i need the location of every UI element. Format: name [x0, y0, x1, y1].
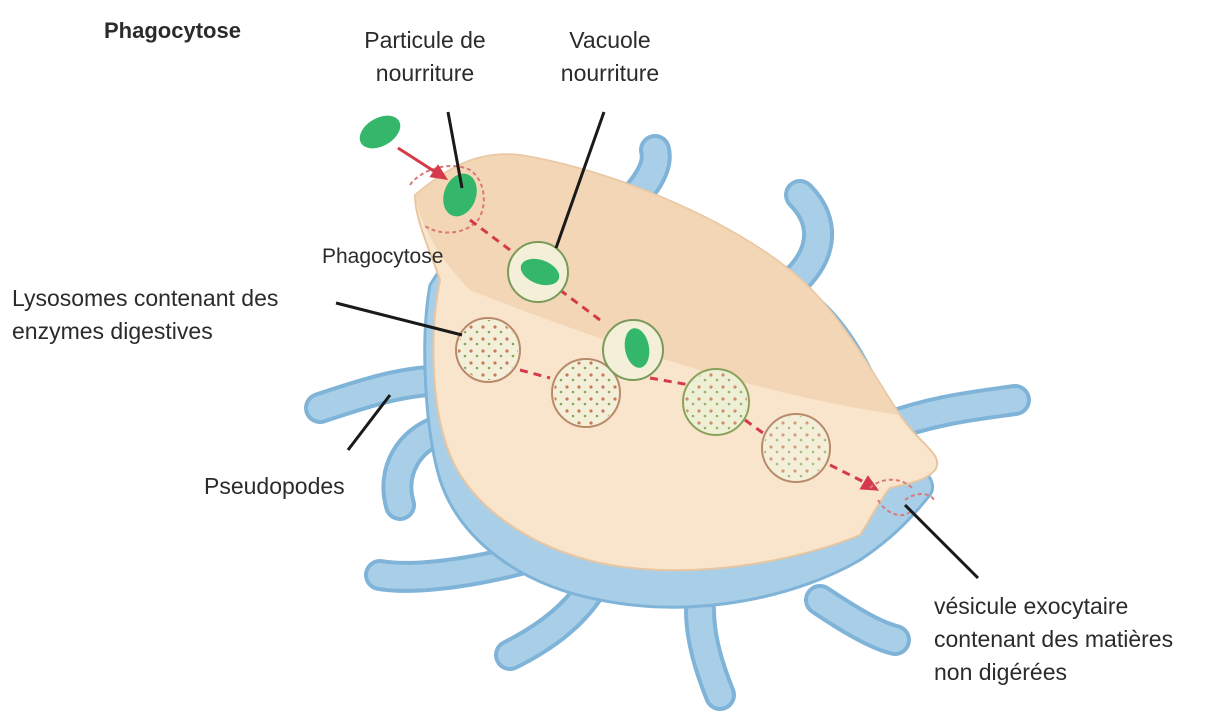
residual-body	[762, 414, 830, 482]
label-pseudopods: Pseudopodes	[204, 470, 345, 503]
label-food-particle: Particule de nourriture	[340, 24, 510, 90]
diagram-title: Phagocytose	[104, 14, 241, 47]
label-phagocytosis: Phagocytose	[322, 240, 443, 273]
label-lysosomes: Lysosomes contenant des enzymes digestiv…	[12, 282, 278, 348]
label-exocytic-vesicle: vésicule exocytaire contenant des matièr…	[934, 590, 1173, 689]
lysosome	[456, 318, 520, 382]
label-food-vacuole: Vacuole nourriture	[530, 24, 690, 90]
food-vacuole	[508, 242, 568, 302]
phagolysosome-digesting	[683, 369, 749, 435]
